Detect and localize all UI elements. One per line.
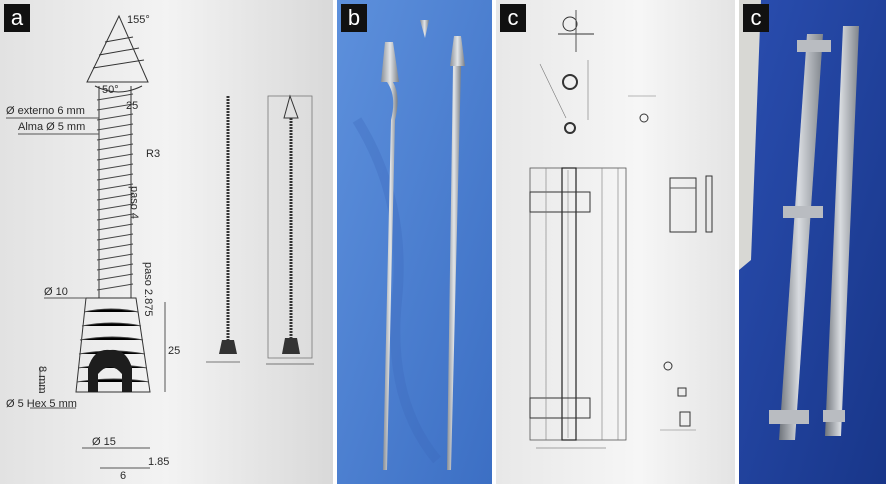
dia-10-label: Ø 10 [44, 286, 68, 298]
core-diameter-label: Alma Ø 5 mm [18, 121, 86, 133]
ext-diameter-label: Ø externo 6 mm [6, 105, 85, 117]
panel-label: c [743, 4, 769, 32]
panel-label: b [341, 4, 367, 32]
panel-c-photo: c [739, 0, 886, 484]
dim-6-label: 6 [120, 470, 127, 482]
dim-25b-label: 25 [168, 345, 181, 357]
drawing-a-svg [0, 0, 333, 484]
thread-lines [96, 93, 134, 291]
radius-label: R3 [146, 148, 161, 160]
dim-8mm-label: 8 mm [36, 366, 48, 394]
photo-c-svg [739, 0, 886, 484]
drawing-c-svg [496, 0, 735, 484]
panel-label: a [4, 4, 30, 32]
pitch-cone-label: paso 2.875 [142, 262, 154, 317]
dim-185-label: 1.85 [148, 456, 170, 468]
angle-tip-label: 50° [102, 84, 119, 96]
panel-c-drawing: c [496, 0, 735, 484]
hex-label: Ø 5 Hex 5 mm [6, 398, 77, 410]
side-drawing-1 [206, 96, 240, 363]
panel-label: c [500, 4, 526, 32]
panel-b: b [337, 0, 492, 484]
pitch-label: paso 4 [128, 186, 140, 220]
panel-a: a 155° 50° 25 Ø externo 6 mm Alma Ø 5 mm… [0, 0, 333, 484]
photo-b-svg [337, 0, 492, 484]
dia-15-label: Ø 15 [92, 436, 116, 448]
side-drawing-2 [266, 94, 314, 365]
angle-top-label: 155° [127, 14, 150, 26]
dim-25-label: 25 [126, 100, 139, 112]
